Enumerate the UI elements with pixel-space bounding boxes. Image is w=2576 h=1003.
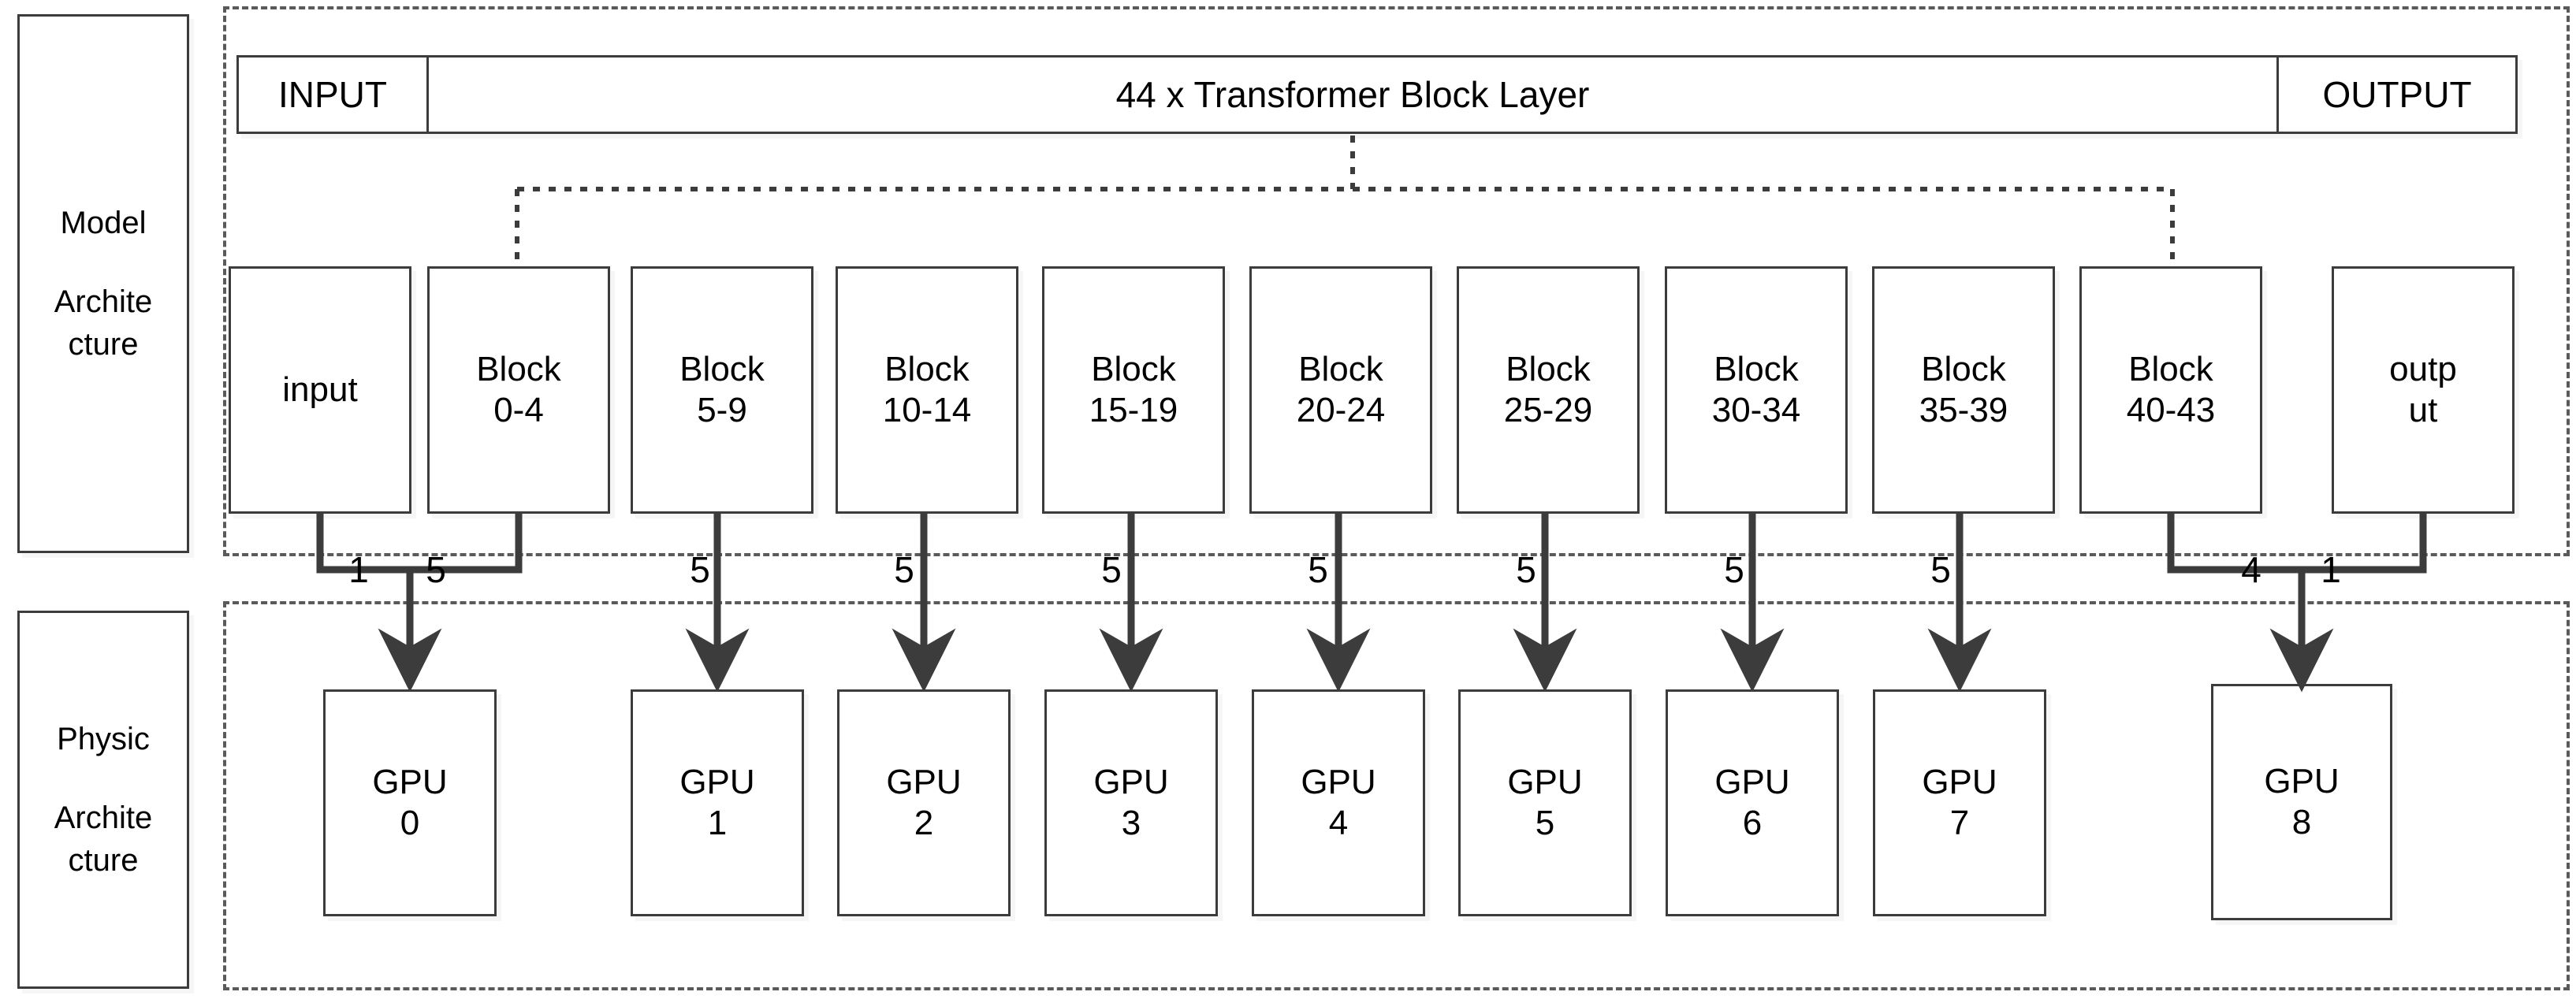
transformer-header-bar: INPUT 44 x Transformer Block Layer OUTPU… [236, 55, 2518, 134]
model-block-0-4-line1: Block [476, 350, 561, 389]
model-label-line1: Model [60, 206, 147, 240]
physical-label-line1: Physic [57, 722, 150, 756]
model-block-20-24[interactable]: Block 20-24 [1249, 266, 1432, 514]
model-block-15-19-line1: Block [1091, 350, 1176, 389]
side-label-physical-architecture: Physic Archite cture [17, 611, 189, 989]
header-output-label: OUTPUT [2322, 74, 2472, 115]
model-block-30-34-line1: Block [1714, 350, 1799, 389]
model-block-output-line1: outp [2389, 350, 2457, 389]
model-block-0-4[interactable]: Block 0-4 [427, 266, 610, 514]
header-center-cell: 44 x Transformer Block Layer [426, 58, 2279, 132]
gpu-3-line2: 3 [1121, 804, 1141, 842]
model-block-30-34[interactable]: Block 30-34 [1665, 266, 1848, 514]
edge-label-block5-9-to-gpu1: 5 [690, 549, 710, 590]
model-block-25-29[interactable]: Block 25-29 [1457, 266, 1640, 514]
model-block-40-43[interactable]: Block 40-43 [2079, 266, 2262, 514]
model-block-10-14-line2: 10-14 [882, 391, 972, 429]
edge-label-block10-14-to-gpu2: 5 [894, 549, 914, 590]
edge-label-block20-24-to-gpu4: 5 [1308, 549, 1328, 590]
gpu-box-4[interactable]: GPU 4 [1252, 689, 1425, 916]
model-block-40-43-line1: Block [2128, 350, 2213, 389]
gpu-2-line1: GPU [886, 763, 962, 802]
model-block-25-29-line2: 25-29 [1503, 391, 1593, 429]
header-center-label: 44 x Transformer Block Layer [1115, 74, 1590, 115]
model-block-output[interactable]: outp ut [2332, 266, 2515, 514]
model-block-output-line2: ut [2408, 391, 2438, 429]
edge-label-output-to-gpu8: 1 [2321, 549, 2341, 590]
gpu-box-7[interactable]: GPU 7 [1873, 689, 2046, 916]
gpu-5-line2: 5 [1535, 804, 1555, 842]
header-input-cell: INPUT [239, 58, 426, 132]
gpu-box-5[interactable]: GPU 5 [1458, 689, 1632, 916]
edge-label-block30-34-to-gpu6: 5 [1724, 549, 1744, 590]
gpu-box-0[interactable]: GPU 0 [323, 689, 497, 916]
model-label-line2: Archite [54, 284, 153, 319]
model-block-35-39-line1: Block [1921, 350, 2006, 389]
model-label-line3: cture [68, 327, 139, 362]
model-block-5-9-line2: 5-9 [697, 391, 747, 429]
model-block-25-29-line1: Block [1506, 350, 1591, 389]
gpu-6-line2: 6 [1742, 804, 1763, 842]
model-architecture-region [223, 6, 2570, 556]
gpu-1-line1: GPU [679, 763, 755, 802]
physical-label-line3: cture [68, 843, 139, 878]
model-block-40-43-line2: 40-43 [2126, 391, 2216, 429]
gpu-box-8[interactable]: GPU 8 [2211, 684, 2392, 920]
model-block-10-14[interactable]: Block 10-14 [836, 266, 1018, 514]
gpu-box-6[interactable]: GPU 6 [1666, 689, 1839, 916]
gpu-box-2[interactable]: GPU 2 [837, 689, 1011, 916]
model-block-5-9-line1: Block [679, 350, 765, 389]
gpu-box-3[interactable]: GPU 3 [1044, 689, 1218, 916]
gpu-1-line2: 1 [707, 804, 728, 842]
gpu-7-line1: GPU [1922, 763, 1997, 802]
side-label-model-architecture: Model Archite cture [17, 14, 189, 553]
gpu-7-line2: 7 [1949, 804, 1970, 842]
model-block-35-39-line2: 35-39 [1919, 391, 2008, 429]
edge-label-block0-4-to-gpu0: 5 [426, 549, 446, 590]
edge-label-block25-29-to-gpu5: 5 [1516, 549, 1536, 590]
physical-label-line2: Archite [54, 801, 153, 835]
model-block-5-9[interactable]: Block 5-9 [631, 266, 813, 514]
gpu-0-line1: GPU [372, 763, 448, 802]
edge-label-block40-43-to-gpu8: 4 [2241, 549, 2261, 590]
model-block-35-39[interactable]: Block 35-39 [1872, 266, 2055, 514]
gpu-8-line2: 8 [2291, 803, 2312, 841]
model-block-input[interactable]: input [229, 266, 411, 514]
model-block-30-34-line2: 30-34 [1711, 391, 1801, 429]
model-block-0-4-line2: 0-4 [493, 391, 544, 429]
gpu-3-line1: GPU [1093, 763, 1169, 802]
gpu-4-line2: 4 [1328, 804, 1349, 842]
gpu-4-line1: GPU [1301, 763, 1376, 802]
header-input-label: INPUT [278, 74, 387, 115]
model-block-15-19-line2: 15-19 [1089, 391, 1178, 429]
model-block-15-19[interactable]: Block 15-19 [1042, 266, 1225, 514]
gpu-0-line2: 0 [400, 804, 420, 842]
edge-label-block35-39-to-gpu7: 5 [1930, 549, 1951, 590]
header-output-cell: OUTPUT [2279, 58, 2515, 132]
model-block-20-24-line2: 20-24 [1296, 391, 1386, 429]
edge-label-block15-19-to-gpu3: 5 [1101, 549, 1122, 590]
gpu-6-line1: GPU [1714, 763, 1790, 802]
model-block-10-14-line1: Block [884, 350, 970, 389]
model-block-20-24-line1: Block [1298, 350, 1383, 389]
edge-label-input-to-gpu0: 1 [348, 549, 369, 590]
gpu-2-line2: 2 [914, 804, 934, 842]
gpu-box-1[interactable]: GPU 1 [631, 689, 804, 916]
gpu-8-line1: GPU [2264, 762, 2340, 801]
model-block-input-line1: input [282, 370, 358, 410]
physical-architecture-region [223, 601, 2570, 990]
gpu-5-line1: GPU [1507, 763, 1583, 802]
